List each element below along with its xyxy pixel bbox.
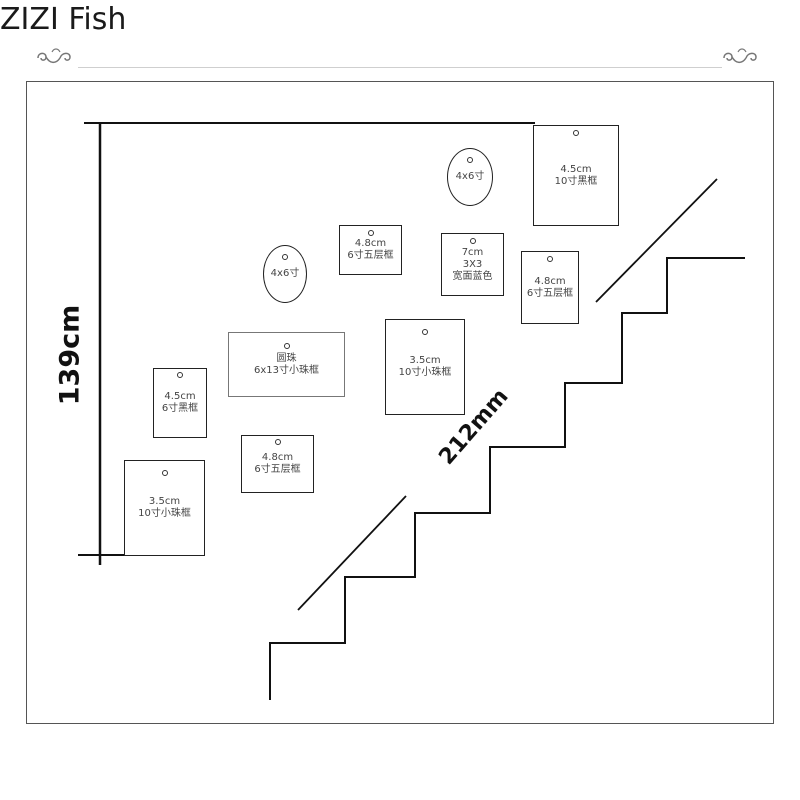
- frame-5: 4.8cm 6寸五层框: [521, 251, 579, 324]
- frame-size: 4x6寸: [455, 171, 485, 182]
- frame-size: 7cm: [461, 246, 484, 258]
- frame-grid: 3X3: [462, 258, 483, 270]
- hanging-hole-icon: [282, 254, 288, 260]
- hanging-hole-icon: [547, 256, 553, 262]
- hanging-hole-icon: [469, 238, 476, 244]
- height-dimension-label: 139cm: [54, 300, 86, 410]
- frame-1: 4.5cm 10寸黑框: [533, 125, 619, 226]
- frame-type: 6寸黑框: [161, 403, 199, 414]
- frame-9: 4.5cm 6寸黑框: [153, 368, 207, 438]
- frame-4: 7cm 3X3 宽面蓝色: [441, 233, 504, 296]
- frame-type: 10寸黑框: [554, 175, 598, 187]
- hanging-hole-icon: [573, 130, 579, 136]
- frame-size: 4.8cm: [534, 275, 566, 287]
- frame-type: 10寸小珠框: [138, 508, 191, 519]
- frame-size: 圆珠: [276, 352, 297, 364]
- hanging-hole-icon: [283, 343, 290, 349]
- frame-8: 3.5cm 10寸小珠框: [385, 319, 465, 415]
- frame-size: 4.5cm: [164, 391, 196, 402]
- diagonal-line-lower: [297, 495, 407, 611]
- frame-size: 4x6寸: [270, 268, 300, 279]
- frame-10: 4.8cm 6寸五层框: [241, 435, 314, 493]
- diagram-canvas: [26, 81, 774, 724]
- scroll-ornament-icon: [723, 48, 757, 64]
- frame-size: 3.5cm: [409, 355, 441, 366]
- frame-type: 10寸小珠框: [398, 367, 452, 378]
- frame-type: 6寸五层框: [347, 250, 394, 261]
- hanging-hole-icon: [161, 470, 168, 476]
- divider-line: [78, 67, 722, 68]
- frame-6: 4x6寸: [263, 245, 307, 303]
- frame-7: 圆珠 6x13寸小珠框: [228, 332, 345, 397]
- frame-size: 4.8cm: [261, 452, 294, 463]
- frame-3: 4.8cm 6寸五层框: [339, 225, 402, 275]
- hanging-hole-icon: [274, 439, 281, 445]
- diagonal-line-upper: [595, 178, 718, 303]
- frame-2: 4x6寸: [447, 148, 493, 206]
- scroll-ornament-icon: [37, 48, 71, 64]
- frame-type: 6x13寸小珠框: [253, 364, 319, 376]
- frame-type: 宽面蓝色: [452, 270, 493, 282]
- frame-size: 4.5cm: [560, 163, 592, 175]
- hanging-hole-icon: [177, 372, 183, 378]
- staircase-steps: [269, 257, 745, 700]
- frame-type: 6寸五层框: [254, 464, 301, 475]
- hanging-hole-icon: [467, 157, 473, 163]
- frame-size: 3.5cm: [148, 496, 181, 507]
- frame-size: 4.8cm: [354, 238, 387, 249]
- hanging-hole-icon: [367, 230, 374, 236]
- brand-title: ZIZI Fish: [0, 2, 127, 37]
- frame-type: 6寸五层框: [526, 287, 574, 299]
- hanging-hole-icon: [422, 329, 428, 335]
- frame-11: 3.5cm 10寸小珠框: [124, 460, 205, 556]
